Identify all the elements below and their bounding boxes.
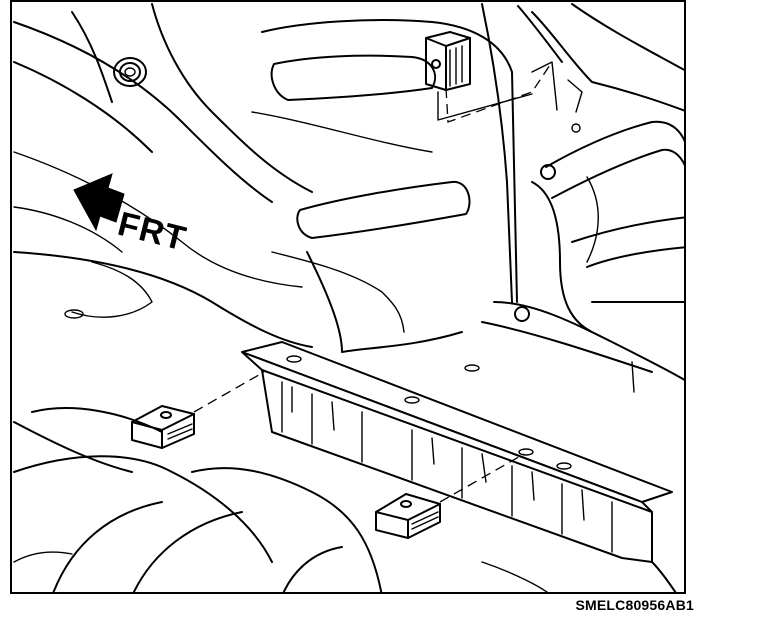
upper-stud [113,57,147,87]
rear-floor-pan [13,455,677,592]
lower-left-clip-nut [131,371,265,449]
diagram-frame: FRT [10,0,686,594]
lower-right-clip-nut [375,453,525,539]
vehicle-rear-floor-illustration: FRT [13,3,684,592]
front-direction-label: FRT [114,205,190,259]
front-direction-indicator: FRT [73,173,190,259]
right-rear-structure [481,3,684,393]
upper-clip-nut [425,31,583,123]
inner-panel [251,3,518,353]
rear-floor-cross-member [241,341,673,563]
figure-code-label: SMELC80956AB1 [575,597,694,613]
front-arrow-icon [73,173,125,232]
